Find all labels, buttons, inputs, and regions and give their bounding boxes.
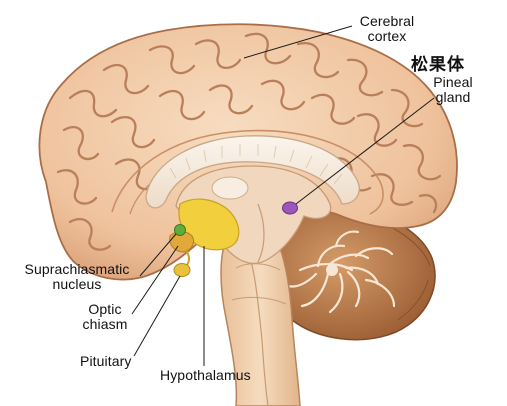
label-cerebral-cortex: Cerebral cortex [359,13,415,44]
label-suprachiasmatic-nucleus: Suprachiasmatic nucleus [24,261,130,292]
suprachiasmatic-nucleus [174,224,186,236]
leader-cerebral-cortex [243,25,353,59]
label-optic-chiasm: Optic chiasm [82,301,128,332]
label-pituitary: Pituitary [80,353,132,369]
corpus-callosum [145,135,360,209]
label-pineal-gland: Pineal gland [433,74,473,105]
label-pineal-chinese: 松果体 [411,55,465,75]
leader-pineal-gland [295,97,435,205]
pineal-gland [282,201,298,215]
leader-lines [131,25,435,366]
pituitary-gland [173,249,191,277]
label-hypothalamus: Hypothalamus [160,367,251,383]
leader-pituitary [133,275,181,357]
leader-optic-chiasm [131,245,179,315]
cerebellum [261,200,436,341]
leader-suprachiasmatic-nucleus [139,233,177,277]
